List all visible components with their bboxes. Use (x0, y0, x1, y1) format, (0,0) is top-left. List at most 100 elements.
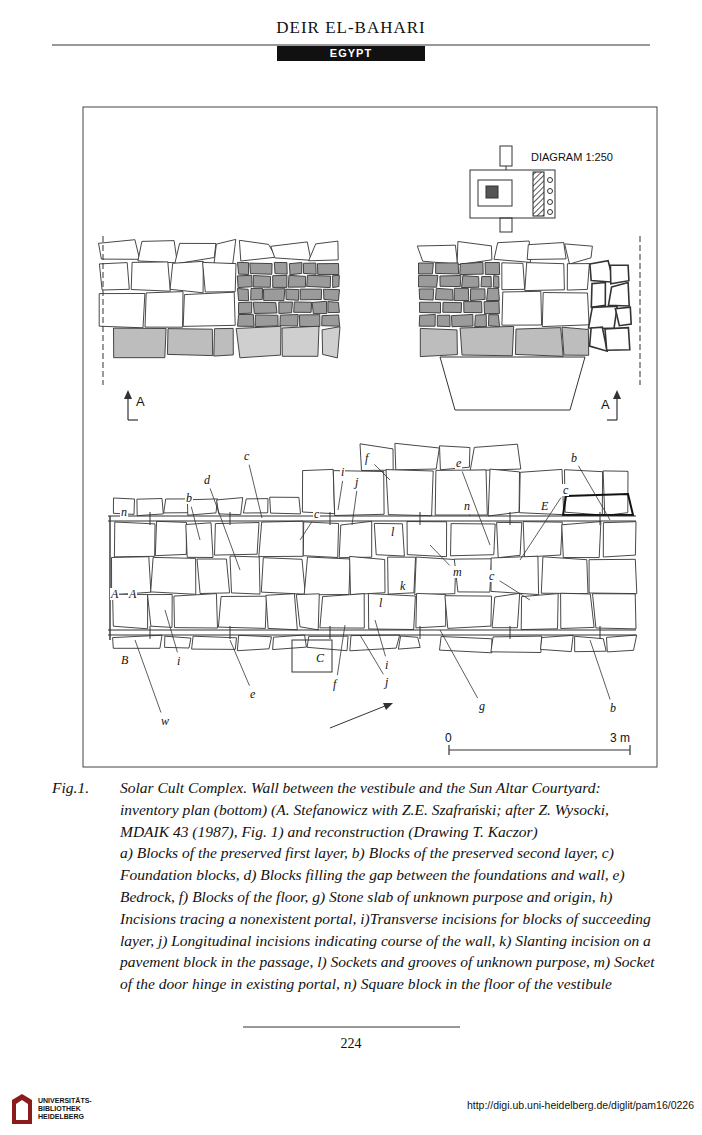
incision-tick (150, 626, 151, 639)
leader-line (360, 635, 383, 674)
stone-block (264, 289, 285, 301)
incision-tick (150, 512, 151, 525)
leader-line (520, 498, 561, 560)
stone-block (259, 521, 303, 556)
portal-stone (563, 494, 633, 515)
stone-block (436, 263, 459, 274)
stone-block (155, 521, 186, 555)
leader-line (430, 545, 450, 566)
page-title: DEIR EL-BAHARI (276, 18, 426, 38)
caption-block: Solar Cult Complex. Wall between the ves… (120, 777, 657, 995)
stone-block (593, 594, 637, 629)
stone-block (236, 326, 281, 358)
stone-block (440, 637, 492, 653)
plan-letter: k (399, 580, 406, 592)
leader-line (375, 620, 386, 656)
stone-block (492, 593, 520, 627)
stone-block (460, 262, 484, 274)
scale-tick (448, 745, 449, 755)
stone-block (253, 302, 277, 313)
incision-tick (330, 626, 331, 639)
stone-block (440, 276, 461, 287)
plan-letter: A (128, 588, 137, 600)
stone-block (183, 292, 235, 326)
stone-block (419, 263, 434, 274)
stone-block (145, 292, 183, 328)
stone-block (497, 522, 522, 557)
stone-block (99, 263, 129, 290)
key-circle (548, 200, 553, 205)
stone-block (186, 523, 213, 558)
stone-block (562, 522, 601, 558)
section-arrow (128, 419, 138, 420)
stone-block (374, 523, 404, 556)
leader-lines (135, 464, 610, 712)
plan-letter: b (185, 492, 193, 504)
logo-mark (12, 1094, 32, 1124)
stone-block (435, 470, 487, 515)
stone-block (167, 329, 212, 356)
stone-block (443, 302, 462, 312)
leader-line (500, 581, 530, 600)
leader-line (440, 630, 478, 698)
stone-block (273, 635, 307, 650)
plan-letter: e (249, 688, 256, 700)
stone-block (417, 245, 457, 264)
stone-block (609, 283, 630, 307)
plan-letter: c (313, 508, 320, 520)
stone-block (435, 288, 453, 300)
leader-line (300, 522, 312, 540)
incision-tick (230, 626, 231, 639)
plan-letter: c (243, 450, 250, 462)
stone-block (307, 275, 331, 287)
scale-tick (629, 745, 630, 755)
stone-block (419, 289, 434, 300)
stone-block (440, 446, 470, 470)
stone-block (203, 262, 236, 292)
stone-block (243, 499, 268, 513)
arrowhead (613, 390, 621, 399)
leader-line (579, 466, 610, 520)
leader-line (352, 491, 357, 525)
plan-letter: i (384, 659, 389, 671)
stone-block (279, 302, 293, 314)
caption-key: a) Blocks of the preserved first layer, … (120, 842, 657, 995)
stone-block (386, 470, 433, 516)
key-line (506, 166, 507, 170)
logo-mark (16, 1100, 28, 1120)
wall-line (108, 634, 636, 635)
stone-block (589, 306, 618, 328)
section-line (103, 236, 104, 385)
stone-block (250, 263, 272, 274)
stone-block (470, 444, 521, 471)
key-circle (548, 178, 553, 183)
stone-block (280, 315, 298, 327)
stone-block (214, 328, 234, 356)
stone-block (451, 524, 496, 556)
stone-block (303, 263, 316, 274)
incision-tick (600, 512, 601, 525)
stone-block (485, 263, 500, 275)
stone-block (271, 242, 311, 260)
stone-block (481, 277, 491, 288)
plan-letter: d (203, 474, 211, 486)
incision-tick (420, 626, 421, 639)
stone-block (197, 559, 230, 594)
stone-block (218, 596, 266, 628)
stone-block (238, 289, 249, 301)
incision-tick (510, 512, 511, 525)
stone-block (255, 315, 278, 327)
plan-letter: m (452, 566, 463, 578)
stone-block (309, 241, 339, 261)
stone-block (542, 293, 589, 327)
stone-block (407, 522, 447, 557)
stone-block (131, 262, 170, 291)
section-letter: A (601, 398, 610, 411)
foundation-trench (440, 357, 585, 410)
stone-block (462, 276, 480, 288)
wall-line (108, 515, 636, 516)
stone-block (525, 263, 565, 291)
stone-block (300, 315, 320, 327)
plan-letter: e (455, 457, 462, 469)
leader-line (191, 507, 200, 540)
